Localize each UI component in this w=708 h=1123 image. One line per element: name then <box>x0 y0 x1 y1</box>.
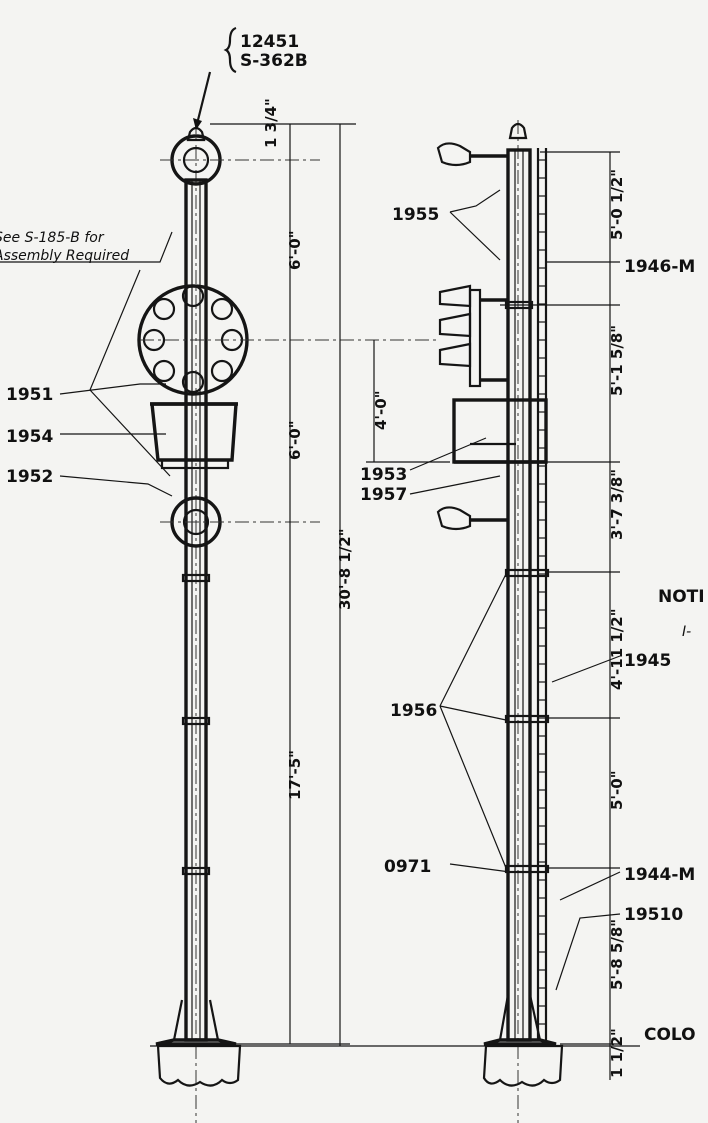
position-light-side <box>438 284 508 388</box>
part-label: 1951 <box>6 385 53 405</box>
ref-a: 12451 <box>240 32 299 52</box>
dim-h4: 4'-0" <box>372 390 390 430</box>
dim-a: 6'-0" <box>286 230 304 270</box>
finial-side <box>508 122 528 140</box>
note-cut2: I- <box>682 624 691 640</box>
foundation-side <box>482 1044 564 1087</box>
dim-r-b: 5'-1 5/8" <box>608 325 626 396</box>
dim-r-g: 1 1/2" <box>608 1028 626 1078</box>
note-line1: See S-185-B for <box>0 230 105 246</box>
note-cut: NOTI <box>658 587 705 607</box>
foundation-front <box>156 1044 242 1087</box>
part-label: 1944-M <box>624 865 695 885</box>
color-cut: COLO <box>644 1025 696 1045</box>
dim-r-d: 4'-11 1/2" <box>608 608 626 690</box>
part-label: 1945 <box>624 651 671 671</box>
lower-lamp-side <box>436 506 472 531</box>
part-label: 1953 <box>360 465 407 485</box>
dim-r-e: 5'-0" <box>608 770 626 810</box>
part-label: 19510 <box>624 905 683 925</box>
note-line2: Assembly Required <box>0 248 129 264</box>
part-label: 1956 <box>390 701 437 721</box>
part-label: 1957 <box>360 485 407 505</box>
base-front <box>155 1038 237 1046</box>
dim-r-f: 5'-8 5/8" <box>608 919 626 990</box>
dim-top: 1 3/4" <box>262 98 280 148</box>
dim-b: 6'-0" <box>286 420 304 460</box>
base-side <box>483 1038 557 1046</box>
part-label: 1952 <box>6 467 53 487</box>
dim-c: 17'-5" <box>286 750 304 800</box>
part-label: 0971 <box>384 857 431 877</box>
top-lamp-side <box>436 142 472 167</box>
mast-side <box>506 148 532 1042</box>
side-elevation <box>366 120 621 1123</box>
ref-b: S-362B <box>240 51 308 71</box>
hood <box>150 402 238 462</box>
platform-side <box>452 398 548 464</box>
dim-r-c: 3'-7 3/8" <box>608 469 626 540</box>
dim-total: 30'-8 1/2" <box>336 528 354 610</box>
front-elevation <box>0 26 640 1123</box>
dim-r-a: 5'-0 1/2" <box>608 169 626 240</box>
part-label: 1955 <box>392 205 439 225</box>
part-label: 1954 <box>6 427 53 447</box>
part-label: 1946-M <box>624 257 695 277</box>
